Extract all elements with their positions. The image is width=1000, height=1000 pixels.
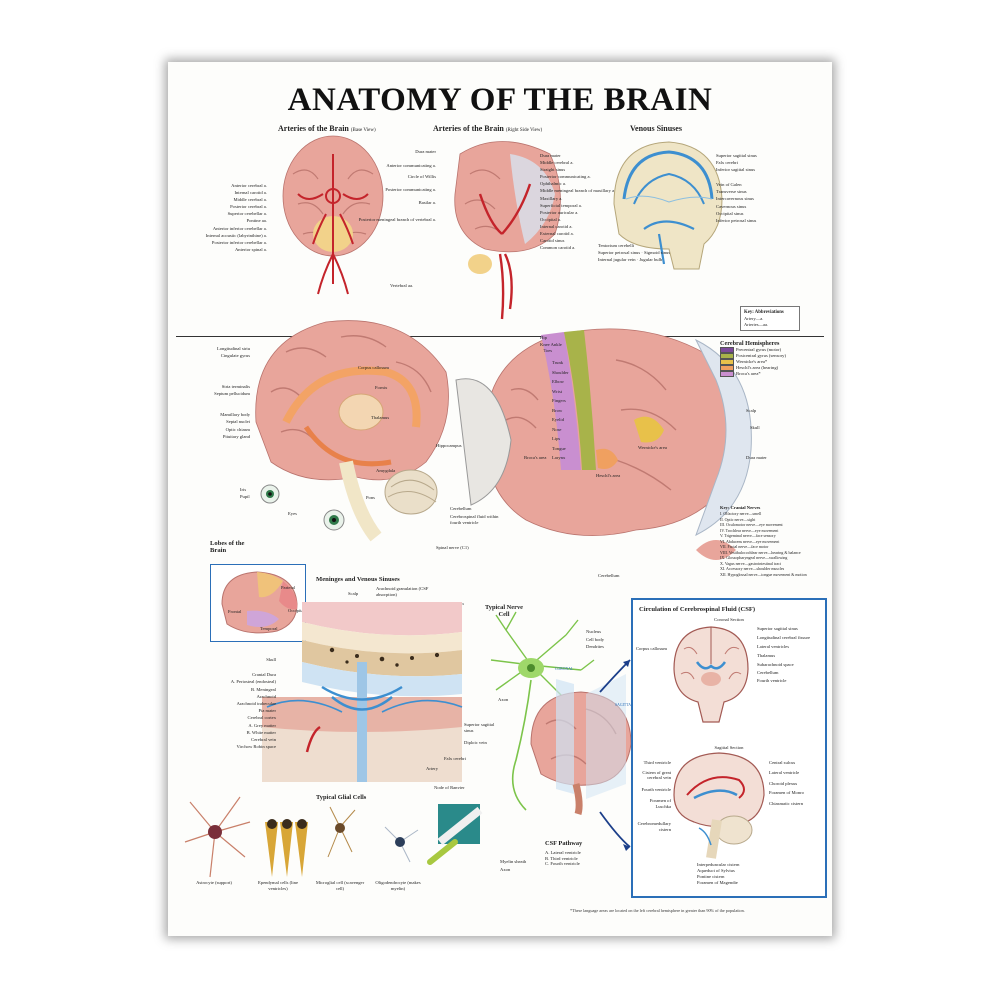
label-pons: Pons [366,495,375,500]
glial-cells-illustration [184,796,483,878]
label-skull: Skull [750,425,760,430]
venous-sinuses-title: Venous Sinuses [630,124,682,133]
arteries-base-labels: Anterior cerebral a.Internal carotid a.M… [205,183,267,252]
label-csf-fourth: Cerebrospinal fluid within fourth ventri… [450,514,499,525]
anatomy-poster: ANATOMY OF THE BRAIN Arteries of the Bra… [168,62,832,936]
nerve-cell-illustration [490,611,595,811]
lobes-title: Lobes of the Brain [210,540,245,554]
glial-microglial: Microglial cell (scavenger cell) [315,880,365,891]
csf-coronal-heading: Coronal Section [714,617,744,622]
label-dura-mater: Dura mater [746,455,767,460]
lobes-box [210,564,306,642]
csf-arrows [599,659,631,851]
vertebral-label: Vertebral aa. [390,283,414,288]
lobes-illustration [221,571,298,634]
csf-pathway-title: CSF Pathway [545,840,583,847]
label-hippocampus: Hippocampus [436,443,462,448]
label-brocas-area: Broca's area [524,455,547,460]
arteries-side-title: Arteries of the Brain (Right Side View) [433,124,543,133]
glial-title: Typical Glial Cells [316,794,367,801]
label-spinal-nerve: Spinal nerve (C1) [436,545,469,550]
meninges-scalp: Scalp [348,591,359,596]
cranial-nerves-key: Key: Cranial Nerves I. Olfactory nerve—s… [720,505,807,577]
plane-tag-sagittal: SAGITTAL [615,703,634,707]
csf-pathway-brain-illustration [530,674,632,816]
meninges-illustration [262,602,463,782]
label-wernickes-area: Wernicke's area [638,445,667,450]
meninges-title: Meninges and Venous Sinuses [316,576,400,583]
footnote: *These language areas are located on the… [570,908,745,913]
csf-circulation-box: Circulation of Cerebrospinal Fluid (CSF)… [631,598,827,898]
meninges-superior-sagittal: Superior sagittal sinus [464,722,495,733]
node-of-ranvier: Node of Ranvier [434,785,465,790]
section-divider [176,336,824,337]
meninges-diploic-vein: Diploic vein [464,740,487,745]
lobe-parietal: Parietal [281,585,296,590]
arteries-side-illustration [454,141,561,320]
lateral-hemisphere-illustration [455,328,752,560]
arteries-base-illustration [282,135,384,295]
midsagittal-brain-illustration [255,320,449,542]
meninges-falx: Falx cerebri [444,756,467,761]
nerve-cell-title: Typical Nerve Cell [484,604,524,618]
lobe-temporal: Temporal [260,626,278,631]
label-amygdala: Amygdala [376,468,396,473]
coronal-section-illustration [673,626,749,723]
plane-tag-coronal: CORONAL [555,667,574,671]
label-fornix: Fornix [375,385,388,390]
poster-title: ANATOMY OF THE BRAIN [287,82,713,118]
sagittal-section-illustration [673,752,765,859]
eyes-illustration [260,484,345,531]
meninges-artery: Artery [426,766,438,771]
glial-oligodendrocyte: Oligodendrocyte (makes myelin) [375,880,421,891]
lobe-occipital: Occipital [288,608,305,613]
arteries-base-title: Arteries of the Brain (Base View) [278,124,376,133]
label-cerebellum: Cerebellum [598,573,620,578]
label-scalp: Scalp [746,408,757,413]
glial-ependymal: Ependymal cells (line ventricles) [257,880,299,891]
label-thalamus: Thalamus [371,415,390,420]
eyes-label: Eyes [288,511,297,516]
meninges-arachnoid-granulation: Arachnoid granulation (CSF absorption) [376,586,429,597]
venous-sinuses-illustration [613,141,723,270]
label-heschls-area: Heschl's area [596,473,621,478]
coronal-left-labels: Corpus callosum [635,646,667,651]
cerebral-hemispheres-key: Cerebral Hemispheres Precentral gyrus (m… [720,340,787,377]
label-corpus-callosum: Corpus callosum [358,365,390,370]
label-cerebellum-mid: Cerebellum [450,506,472,511]
csf-sagittal-heading: Sagittal Section [714,745,744,750]
csf-title: Circulation of Cerebrospinal Fluid (CSF) [639,606,756,613]
nerve-cell-axon: Axon [498,697,509,702]
glial-astrocyte: Astrocyte (support) [196,880,232,885]
lobe-frontal: Frontal [228,609,242,614]
